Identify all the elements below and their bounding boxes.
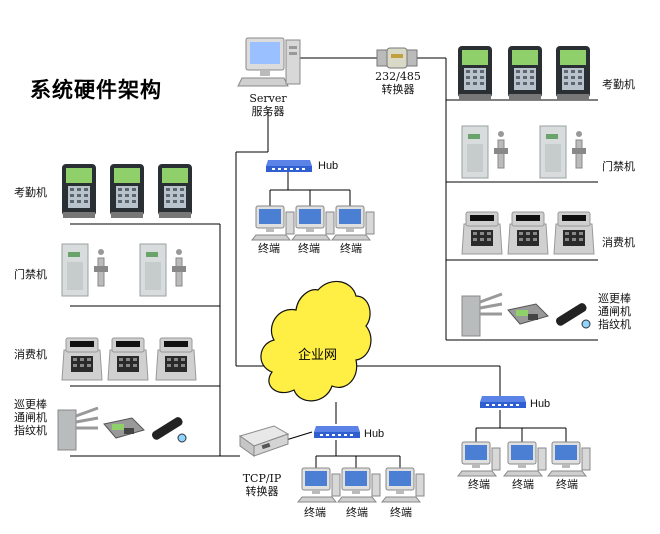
terminal-top-3-icon — [331, 205, 375, 241]
consumption-machine-right-1-icon — [461, 211, 503, 255]
consumption-machine-left-2-icon — [107, 337, 149, 381]
right-access-label: 门禁机 — [602, 160, 635, 173]
left-fingerprint-label: 指纹机 — [14, 424, 47, 437]
server-label-cn: 服务器 — [251, 105, 285, 118]
hub-top-label: Hub — [318, 160, 339, 172]
left-consumption-label: 消费机 — [14, 348, 47, 361]
hub-bottom-icon — [314, 426, 360, 438]
terminal-bottom-3-icon — [381, 467, 425, 503]
attendance-machine-left-3-icon — [158, 164, 192, 218]
right-patrol-label: 巡更棒 — [598, 292, 631, 305]
terminal-bottom-1-icon — [297, 467, 341, 503]
access-machine-right-2-icon — [539, 125, 587, 179]
terminal-right-2-label: 终端 — [512, 478, 534, 491]
terminal-right-3-label: 终端 — [556, 478, 578, 491]
terminal-top-1-icon — [251, 205, 295, 241]
right-attendance-label: 考勤机 — [602, 78, 635, 91]
left-attendance-label: 考勤机 — [14, 186, 47, 199]
right-consumption-label: 消费机 — [602, 236, 635, 249]
converter-tcpip-label-cn: 转换器 — [245, 485, 279, 498]
connection-lines — [70, 57, 598, 468]
attendance-machine-left-1-icon — [62, 164, 96, 218]
terminal-top-2-label: 终端 — [298, 242, 320, 255]
terminal-top-2-icon — [291, 205, 335, 241]
terminal-right-2-icon — [503, 441, 547, 477]
enterprise-network-cloud — [260, 280, 372, 402]
terminal-bottom-3-label: 终端 — [390, 506, 412, 519]
left-gate-label: 通闸机 — [14, 411, 47, 424]
converter-tcpip-label-en: TCP/IP — [242, 472, 282, 485]
diagram-title: 系统硬件架构 — [30, 78, 162, 102]
converter-tcpip-icon — [238, 425, 290, 457]
hub-bottom-label: Hub — [364, 428, 385, 440]
attendance-machine-right-1-icon — [458, 46, 492, 100]
terminal-right-1-icon — [457, 441, 501, 477]
terminal-bottom-1-label: 终端 — [304, 506, 326, 519]
converter-232-485-label: 232/485 转换器 — [368, 70, 428, 96]
enterprise-network-label: 企业网 — [298, 348, 338, 363]
attendance-machine-left-2-icon — [110, 164, 144, 218]
attendance-machine-right-3-icon — [556, 46, 590, 100]
left-patrol-label: 巡更棒 — [14, 398, 47, 411]
terminal-right-1-label: 终端 — [468, 478, 490, 491]
right-gate-label: 通闸机 — [598, 305, 631, 318]
consumption-machine-right-2-icon — [507, 211, 549, 255]
consumption-machine-left-3-icon — [155, 337, 197, 381]
gate-fingerprint-patrol-right-icon — [460, 292, 592, 338]
consumption-machine-right-3-icon — [553, 211, 595, 255]
hub-top-icon — [266, 160, 312, 172]
terminal-bottom-2-icon — [337, 467, 381, 503]
consumption-machine-left-1-icon — [61, 337, 103, 381]
right-fingerprint-label: 指纹机 — [598, 318, 631, 331]
access-machine-right-1-icon — [461, 125, 509, 179]
converter-232-485-label-en: 232/485 — [375, 70, 421, 83]
access-machine-left-1-icon — [61, 243, 109, 297]
converter-232-485-icon — [376, 47, 418, 69]
hub-right-icon — [480, 396, 526, 408]
hub-right-label: Hub — [530, 398, 551, 410]
access-machine-left-2-icon — [139, 243, 187, 297]
terminal-bottom-2-label: 终端 — [346, 506, 368, 519]
attendance-machine-right-2-icon — [508, 46, 542, 100]
gate-fingerprint-patrol-left-icon — [56, 406, 188, 452]
left-access-label: 门禁机 — [14, 268, 47, 281]
server-icon — [237, 37, 301, 87]
converter-tcpip-label: TCP/IP 转换器 — [236, 472, 288, 498]
server-label: Server 服务器 — [244, 92, 292, 118]
terminal-top-1-label: 终端 — [258, 242, 280, 255]
converter-232-485-label-cn: 转换器 — [381, 83, 415, 96]
server-label-en: Server — [249, 92, 287, 105]
terminal-right-3-icon — [547, 441, 591, 477]
terminal-top-3-label: 终端 — [340, 242, 362, 255]
